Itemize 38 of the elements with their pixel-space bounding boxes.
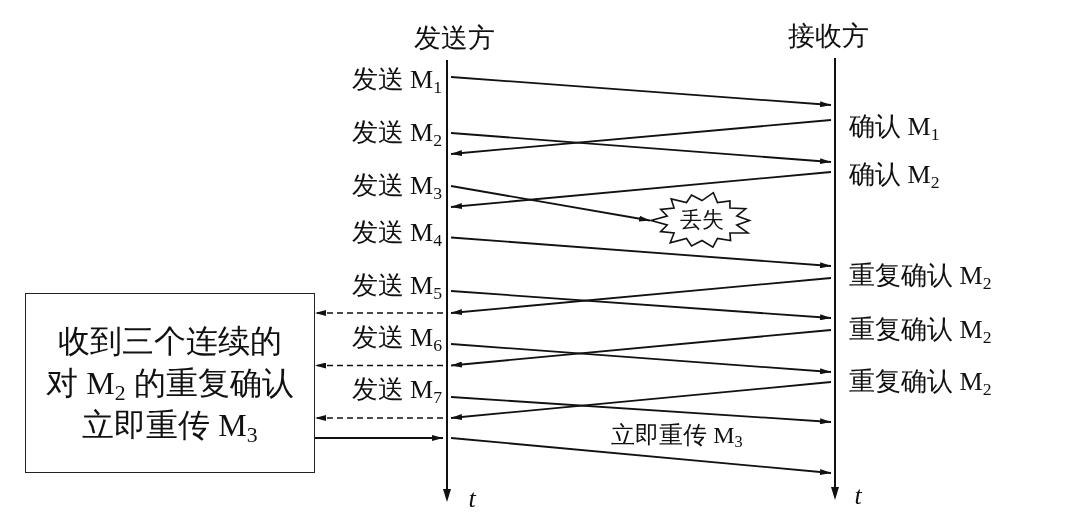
arrow [450, 119, 832, 156]
dashed-arrow [314, 415, 444, 421]
event-label: 发送 M$_{2}$ [351, 117, 442, 149]
arrow [450, 381, 832, 420]
arrow [450, 76, 832, 108]
event-label: 发送 M$_{1}$ [351, 64, 442, 96]
arrow [450, 185, 651, 222]
arrow [450, 236, 832, 269]
arrow [314, 435, 444, 441]
participant-label: 发送方 [413, 22, 495, 54]
event-label: 发送 M$_{5}$ [351, 270, 442, 302]
event-label: 重复确认 M$_{2}$ [849, 366, 992, 398]
axis-label: t [468, 483, 476, 515]
arrow [450, 437, 832, 475]
event-label: 发送 M$_{3}$ [351, 170, 442, 202]
dashed-arrow [314, 362, 444, 369]
participant-label: 接收方 [787, 20, 869, 52]
event-label: 发送 M$_{4}$ [351, 217, 442, 249]
event-label: 确认 M$_{1}$ [849, 111, 940, 143]
arrow [450, 396, 832, 425]
loss-label: 丢失 [680, 208, 724, 233]
axis-label: t [854, 480, 862, 512]
arrow [450, 171, 832, 209]
arrow [450, 277, 832, 315]
event-label: 发送 M$_{7}$ [351, 374, 442, 406]
event-label: 发送 M$_{6}$ [351, 322, 442, 354]
edge-label: 立即重传 M$_{3}$ [609, 420, 745, 450]
event-label: 重复确认 M$_{2}$ [849, 314, 992, 346]
note-text: 收到三个连续的对 M$_{2}$ 的重复确认立即重传 M$_{3}$ [45, 322, 295, 446]
arrow [450, 329, 832, 368]
arrow [450, 132, 832, 165]
event-label: 重复确认 M$_{2}$ [849, 260, 992, 292]
starburst [650, 191, 754, 250]
dashed-arrow [314, 310, 444, 316]
note-box [25, 293, 315, 473]
arrow [450, 343, 832, 375]
arrow [450, 290, 832, 321]
event-label: 确认 M$_{2}$ [849, 159, 940, 191]
